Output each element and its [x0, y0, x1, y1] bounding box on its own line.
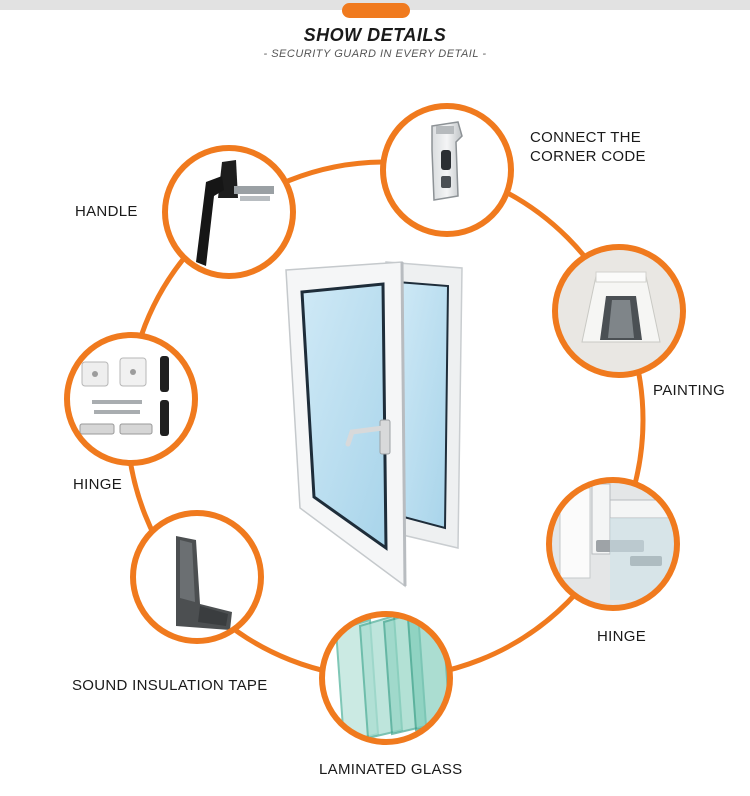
detail-corner-code	[380, 103, 514, 237]
section-tab	[342, 3, 410, 18]
label-hinge-right: HINGE	[597, 628, 647, 645]
label-corner-code-line2: CORNER CODE	[530, 148, 646, 165]
window-handle-icon	[196, 160, 274, 266]
label-handle: HANDLE	[75, 203, 138, 220]
label-painting: PAINTING	[653, 382, 726, 399]
sealing-strip-icon	[176, 536, 232, 630]
hinge-kit-icon	[79, 356, 169, 436]
label-sound-insulation: SOUND INSULATION TAPE	[72, 677, 268, 694]
corner-connector-icon	[431, 121, 463, 201]
detail-sealing-tape	[130, 510, 264, 644]
detail-frame-hinge	[546, 477, 680, 611]
detail-painting	[552, 244, 686, 378]
page-title: SHOW DETAILS	[303, 25, 447, 45]
window-product-image	[285, 261, 463, 588]
detail-handle	[162, 145, 296, 279]
detail-hinge-kit	[64, 332, 198, 466]
page-subtitle: - SECURITY GUARD IN EVERY DETAIL -	[263, 48, 487, 60]
label-laminated-glass: LAMINATED GLASS	[319, 761, 463, 778]
painted-profile-icon	[555, 247, 683, 375]
label-corner-code-line1: CONNECT THE	[530, 129, 642, 146]
label-hinge-left: HINGE	[73, 476, 123, 493]
detail-laminated-glass	[319, 611, 453, 745]
